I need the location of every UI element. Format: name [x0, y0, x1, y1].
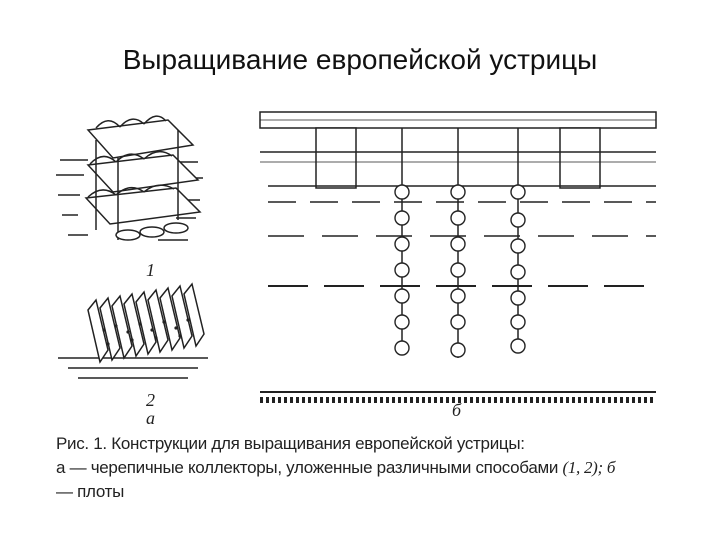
- slide-title: Выращивание европейской устрицы: [122, 44, 598, 75]
- label-part-b: б: [452, 400, 462, 420]
- caption-line-1: Рис. 1. Конструкции для выращивания евро…: [56, 434, 525, 453]
- label-part-a: а: [146, 408, 155, 428]
- tile-collector-stack-1: [56, 115, 203, 241]
- caption-line-2-main: а — черепичные коллекторы, уложенные раз…: [56, 458, 563, 477]
- oyster-clusters: [394, 184, 526, 358]
- caption-line-2-italic: (1, 2); б: [562, 458, 616, 477]
- raft-diagram: [259, 111, 657, 403]
- caption-line-3: — плоты: [56, 482, 125, 501]
- figure-drawing: [56, 111, 657, 403]
- label-variant-2: 2: [146, 390, 155, 410]
- tile-collector-stack-2: [58, 282, 208, 379]
- caption-line-2: а — черепичные коллекторы, уложенные раз…: [56, 456, 696, 480]
- figure-caption: Рис. 1. Конструкции для выращивания евро…: [56, 432, 696, 504]
- oyster-cultivation-figure: 1 2 а б: [48, 100, 668, 430]
- label-variant-1: 1: [146, 260, 155, 280]
